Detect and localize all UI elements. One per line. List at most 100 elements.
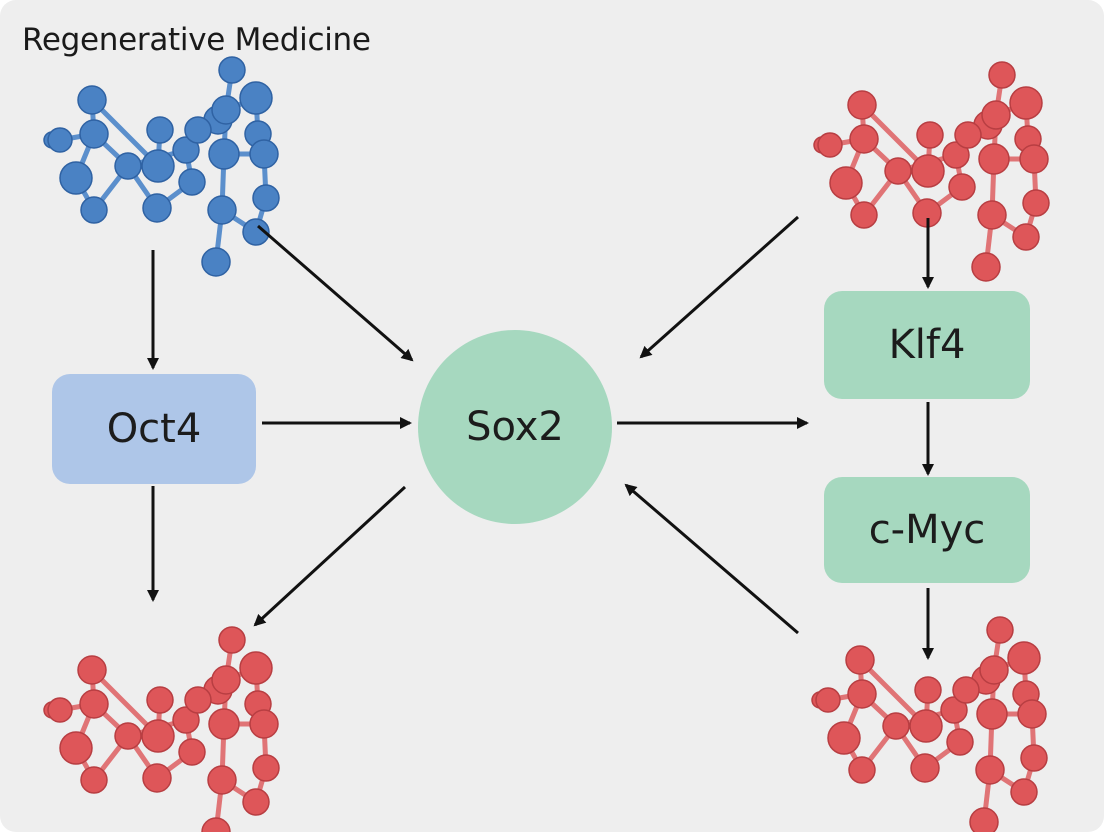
molecule-atom bbox=[952, 676, 980, 704]
molecule-atom bbox=[146, 116, 174, 144]
molecule-atom bbox=[976, 698, 1008, 730]
molecule-atom bbox=[59, 731, 93, 765]
molecule-atom bbox=[1020, 744, 1048, 772]
molecule-atom bbox=[239, 81, 273, 115]
molecule-atom bbox=[940, 696, 968, 724]
molecule-atom bbox=[977, 200, 1007, 230]
molecule-atom bbox=[1010, 778, 1038, 806]
molecule-atom bbox=[252, 184, 280, 212]
molecule-atom bbox=[849, 124, 879, 154]
diagram-title: Regenerative Medicine bbox=[22, 22, 371, 58]
molecule-atom bbox=[141, 719, 175, 753]
molecule-atom bbox=[218, 626, 246, 654]
molecule-atom bbox=[201, 817, 231, 832]
cmyc-label: c-Myc bbox=[868, 507, 986, 553]
oct4-label: Oct4 bbox=[106, 406, 202, 452]
molecule-atom bbox=[172, 706, 200, 734]
arrow-top-right-to-sox2 bbox=[639, 215, 799, 359]
molecule-atom bbox=[969, 807, 999, 832]
molecule-atom bbox=[981, 100, 1011, 130]
molecule-top-right bbox=[813, 61, 1050, 282]
molecule-atom bbox=[1019, 144, 1049, 174]
molecule-atom bbox=[884, 157, 912, 185]
molecule-atom bbox=[910, 753, 940, 783]
molecule-atom bbox=[211, 665, 241, 695]
molecule-atom bbox=[848, 756, 876, 784]
molecule-atom bbox=[845, 645, 875, 675]
arrow-bottom-right-to-sox2 bbox=[624, 483, 799, 635]
molecule-atom bbox=[1017, 699, 1047, 729]
molecule-atom bbox=[986, 616, 1014, 644]
molecule-atom bbox=[172, 136, 200, 164]
molecule-atom bbox=[827, 721, 861, 755]
molecule-atom bbox=[142, 193, 172, 223]
molecule-atom bbox=[847, 90, 877, 120]
molecule-atom bbox=[114, 152, 142, 180]
molecule-atom bbox=[954, 121, 982, 149]
molecule-atom bbox=[114, 722, 142, 750]
molecule-atom bbox=[47, 127, 73, 153]
molecule-atom bbox=[1022, 189, 1050, 217]
molecule-atom bbox=[979, 655, 1009, 685]
molecule-atom bbox=[850, 201, 878, 229]
molecule-atom bbox=[218, 56, 246, 84]
molecule-atom bbox=[1007, 641, 1041, 675]
molecule-atom bbox=[211, 95, 241, 125]
arrow-sox2-to-bottom-left bbox=[253, 485, 407, 627]
molecule-atom bbox=[47, 697, 73, 723]
molecule-atom bbox=[142, 763, 172, 793]
arrow-molecule-to-sox2 bbox=[257, 224, 414, 362]
molecule-atom bbox=[975, 755, 1005, 785]
molecule-atom bbox=[916, 121, 944, 149]
molecule-atom bbox=[242, 788, 270, 816]
molecule-atom bbox=[239, 651, 273, 685]
molecule-atom bbox=[59, 161, 93, 195]
molecule-atom bbox=[249, 709, 279, 739]
molecule-atom bbox=[1012, 223, 1040, 251]
molecule-atom bbox=[184, 686, 212, 714]
molecule-atom bbox=[829, 166, 863, 200]
molecule-atom bbox=[252, 754, 280, 782]
molecule-atom bbox=[178, 738, 206, 766]
molecule-atom bbox=[847, 679, 877, 709]
molecule-atom bbox=[208, 708, 240, 740]
molecule-bottom-right bbox=[811, 616, 1048, 832]
molecule-atom bbox=[948, 173, 976, 201]
molecules-layer bbox=[43, 56, 1050, 832]
molecule-atom bbox=[141, 149, 175, 183]
molecule-bottom-left bbox=[43, 626, 280, 832]
molecule-atom bbox=[79, 119, 109, 149]
molecule-atom bbox=[911, 154, 945, 188]
molecule-atom bbox=[146, 686, 174, 714]
molecule-atom bbox=[946, 728, 974, 756]
klf4-label: Klf4 bbox=[888, 322, 966, 368]
molecule-atom bbox=[882, 712, 910, 740]
arrows-layer bbox=[147, 215, 934, 660]
molecule-atom bbox=[249, 139, 279, 169]
cmyc-node: c-Myc bbox=[824, 477, 1030, 583]
sox2-label: Sox2 bbox=[466, 404, 564, 450]
molecule-atom bbox=[815, 687, 841, 713]
molecule-atom bbox=[77, 85, 107, 115]
molecule-atom bbox=[1009, 86, 1043, 120]
molecule-atom bbox=[817, 132, 843, 158]
molecule-atom bbox=[184, 116, 212, 144]
molecule-atom bbox=[178, 168, 206, 196]
molecule-top-left bbox=[43, 56, 280, 277]
molecule-atom bbox=[971, 252, 1001, 282]
molecule-atom bbox=[80, 766, 108, 794]
molecule-atom bbox=[80, 196, 108, 224]
molecule-atom bbox=[77, 655, 107, 685]
molecule-atom bbox=[988, 61, 1016, 89]
molecule-atom bbox=[201, 247, 231, 277]
oct4-node: Oct4 bbox=[52, 374, 256, 484]
molecule-atom bbox=[79, 689, 109, 719]
molecule-atom bbox=[208, 138, 240, 170]
molecule-atom bbox=[942, 141, 970, 169]
molecule-atom bbox=[207, 195, 237, 225]
molecule-atom bbox=[242, 218, 270, 246]
molecule-atom bbox=[978, 143, 1010, 175]
sox2-node: Sox2 bbox=[418, 330, 612, 524]
